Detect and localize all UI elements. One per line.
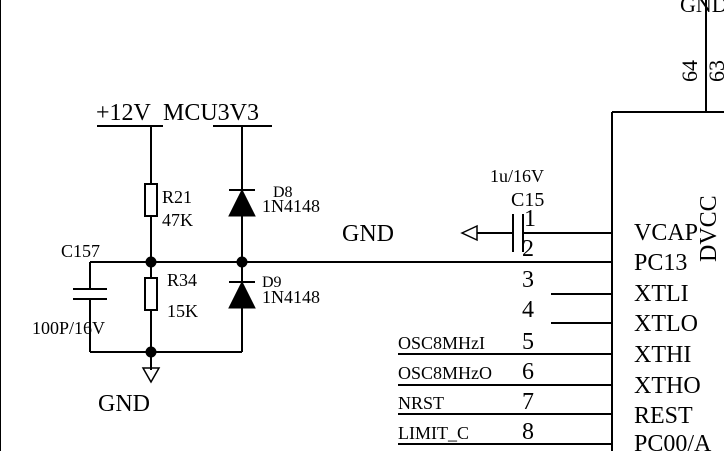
junction-r21-r34 [145,256,157,268]
r34-ref: R34 [167,270,197,290]
power-label-mcu3v3: MCU3V3 [163,100,259,126]
c15-ref: C15 [511,189,544,211]
c157-value: 100P/16V [32,318,105,338]
pin-name-rest: REST [634,403,693,429]
pin-number-3: 3 [522,267,534,293]
pin-name-xtli: XTLI [634,281,689,307]
r21-ref: R21 [162,187,192,207]
gnd-label-left: GND [98,391,150,417]
d8-part: 1N4148 [262,196,320,216]
diode-d9 [228,280,256,309]
pin-name-vcap: VCAP [634,220,698,246]
net-label-osc-in: OSC8MHzI [398,333,485,353]
net-label-limit: LIMIT_C [398,423,469,443]
ground-arrow-mid [460,224,478,242]
diode-d8 [228,188,256,217]
resistor-r21 [144,183,158,217]
d9-ref: D9 [262,274,282,291]
pin-number-5: 5 [522,329,534,355]
r21-value: 47K [162,210,193,230]
d8-ref: D8 [273,184,293,201]
pin-number-1: 1 [524,206,536,232]
junction-d8-d9 [236,256,248,268]
net-label-nrst: NRST [398,393,444,413]
pin-name-xtlo: XTLO [634,311,698,337]
d9-part: 1N4148 [262,287,320,307]
c157-ref: C157 [61,241,100,261]
net-label-osc-out: OSC8MHzO [398,363,492,383]
gnd-label-mid: GND [342,221,394,247]
pin-name-pc13: PC13 [634,250,687,276]
pin-name-xtho: XTHO [634,373,701,399]
c15-value: 1u/16V [490,166,544,186]
pin-name-xthi: XTHI [634,342,691,368]
resistor-r34 [144,277,158,311]
gnd-label-top: GND [680,0,724,17]
pin-number-4: 4 [522,297,534,323]
ic-dvcc-label: DVCC [696,195,722,262]
pin-number-8: 8 [522,419,534,445]
ic-pin-63: 63 [704,60,724,82]
ground-symbol-left [141,367,161,384]
r34-value: 15K [167,301,198,321]
pin-number-2: 2 [522,236,534,262]
pin-name-pc00: PC00/A [634,431,712,451]
pin-number-7: 7 [522,389,534,415]
pin-number-6: 6 [522,359,534,385]
ic-pin-64: 64 [677,60,702,82]
power-label-12v: +12V [96,100,152,126]
